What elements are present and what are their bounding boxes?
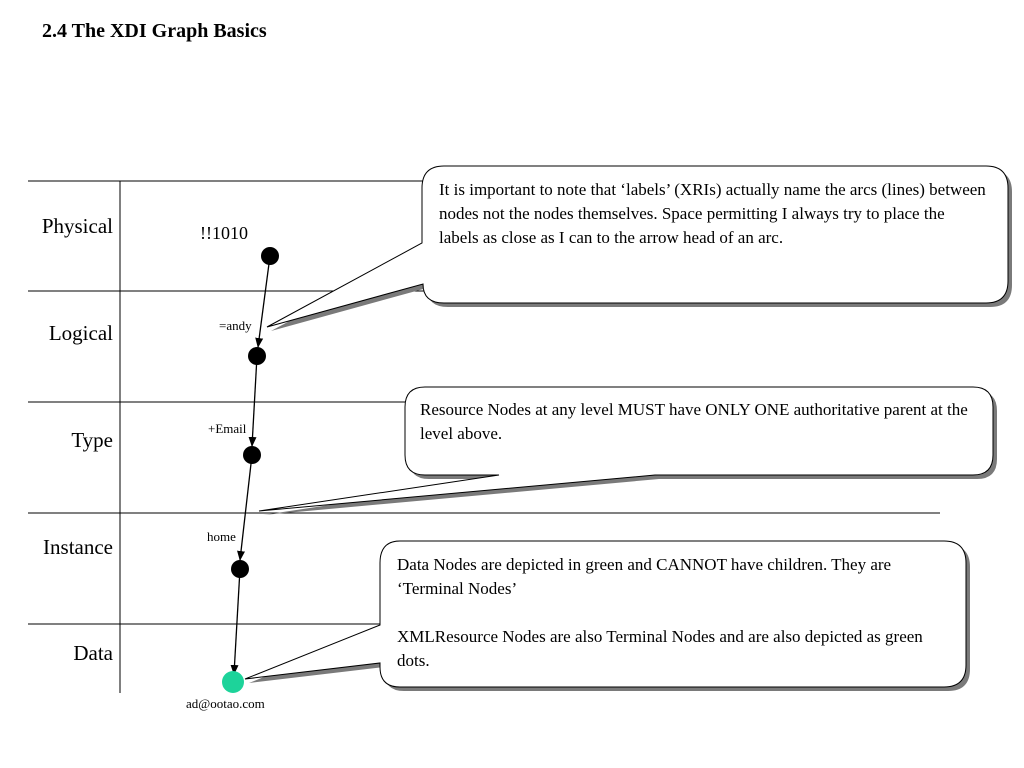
- node-label-physical: !!1010: [200, 223, 248, 243]
- callout-resource-text: Resource Nodes at any level MUST have ON…: [420, 398, 980, 446]
- node-label-data: ad@ootao.com: [186, 696, 265, 711]
- arc-home: [237, 454, 253, 561]
- callout-bubble: [258, 386, 994, 512]
- level-label-data: Data: [73, 641, 113, 665]
- callout-labels-note: [266, 165, 1012, 331]
- callout-data-paragraph-2: XMLResource Nodes are also Terminal Node…: [397, 627, 923, 670]
- callout-bubble: [266, 165, 1009, 328]
- node-logical: [248, 347, 266, 365]
- callout-labels-text: It is important to note that ‘labels’ (X…: [439, 178, 987, 250]
- callout-resource-note: [258, 386, 997, 515]
- node-label-logical: =andy: [219, 318, 252, 333]
- node-physical: [261, 247, 279, 265]
- node-data: [222, 671, 244, 693]
- callout-resource-paragraph: Resource Nodes at any level MUST have ON…: [420, 400, 968, 443]
- arc-andy: [255, 255, 271, 348]
- node-instance: [231, 560, 249, 578]
- level-label-type: Type: [71, 428, 113, 452]
- arc-data: [230, 568, 241, 675]
- callout-bubble: [244, 540, 967, 688]
- level-label-instance: Instance: [43, 535, 113, 559]
- callout-data-paragraph-1: Data Nodes are depicted in green and CAN…: [397, 555, 892, 598]
- callout-labels-paragraph: It is important to note that ‘labels’ (X…: [439, 180, 986, 247]
- slide-title: 2.4 The XDI Graph Basics: [42, 20, 267, 42]
- node-label-instance: home: [207, 529, 236, 544]
- graph-nodes: [222, 247, 279, 693]
- level-label-physical: Physical: [41, 214, 113, 238]
- node-type: [243, 446, 261, 464]
- callout-data-text: Data Nodes are depicted in green and CAN…: [397, 553, 955, 673]
- level-label-logical: Logical: [48, 321, 113, 345]
- callout-data-note: [244, 540, 970, 691]
- node-label-type: +Email: [208, 421, 247, 436]
- graph-arcs: [230, 255, 271, 675]
- level-grid: [28, 180, 940, 693]
- arc-email: [248, 355, 258, 447]
